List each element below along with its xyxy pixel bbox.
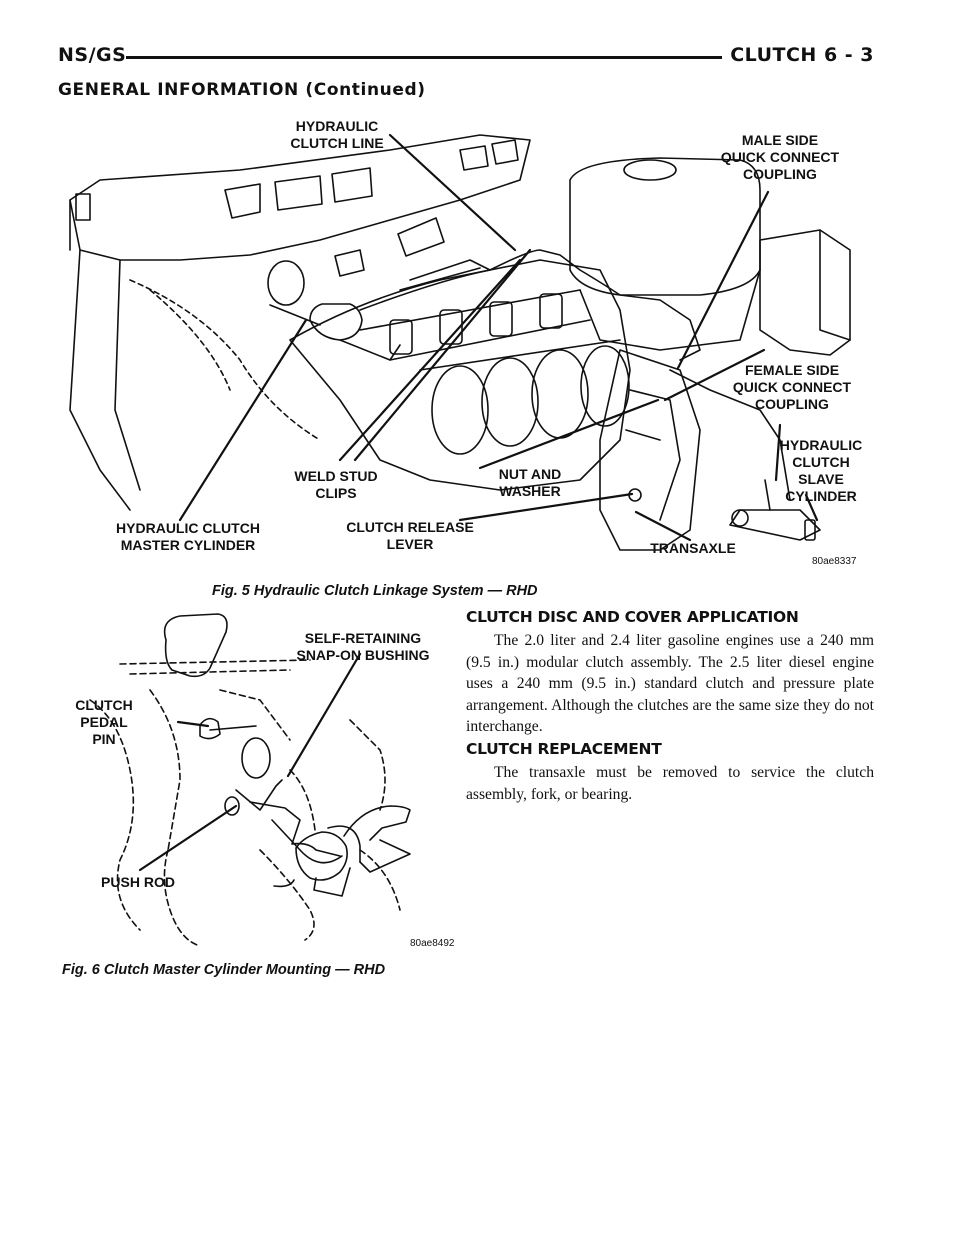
figure-6-illustration <box>60 610 460 955</box>
section-body-clutch-replacement: The transaxle must be removed to service… <box>466 764 874 803</box>
section-heading-clutch-disc: CLUTCH DISC AND COVER APPLICATION <box>466 608 799 626</box>
label-clutch-release-lever: CLUTCH RELEASE LEVER <box>346 519 474 552</box>
label-hydraulic-clutch-line: HYDRAULIC CLUTCH LINE <box>290 118 384 151</box>
section-continued-title: GENERAL INFORMATION (Continued) <box>58 80 426 100</box>
header-left: NS/GS <box>58 44 127 66</box>
figure-5-caption: Fig. 5 Hydraulic Clutch Linkage System —… <box>212 583 538 599</box>
label-female-side-coupling: FEMALE SIDE QUICK CONNECT COUPLING <box>732 362 852 412</box>
label-master-cylinder: HYDRAULIC CLUTCH MASTER CYLINDER <box>116 520 260 553</box>
label-male-side-coupling: MALE SIDE QUICK CONNECT COUPLING <box>720 132 840 182</box>
label-weld-stud-clips: WELD STUD CLIPS <box>294 468 378 501</box>
header-rule <box>126 56 722 59</box>
section-heading-clutch-replacement: CLUTCH REPLACEMENT <box>466 740 662 758</box>
section-body-clutch-disc: The 2.0 liter and 2.4 liter gasoline eng… <box>466 632 874 735</box>
figure-6-caption: Fig. 6 Clutch Master Cylinder Mounting —… <box>62 962 386 978</box>
label-slave-cylinder: HYDRAULIC CLUTCH SLAVE CYLINDER <box>779 437 863 504</box>
label-snap-on-bushing: SELF-RETAINING SNAP-ON BUSHING <box>296 630 430 663</box>
header-right: CLUTCH 6 - 3 <box>730 44 874 66</box>
figure-5-illustration <box>60 110 890 580</box>
figure-6-code: 80ae8492 <box>410 938 455 949</box>
label-transaxle: TRANSAXLE <box>650 540 736 556</box>
label-nut-and-washer: NUT AND WASHER <box>498 466 562 499</box>
label-clutch-pedal-pin: CLUTCH PEDAL PIN <box>75 697 133 747</box>
figure-5-code: 80ae8337 <box>812 556 857 567</box>
label-push-rod: PUSH ROD <box>101 874 175 890</box>
